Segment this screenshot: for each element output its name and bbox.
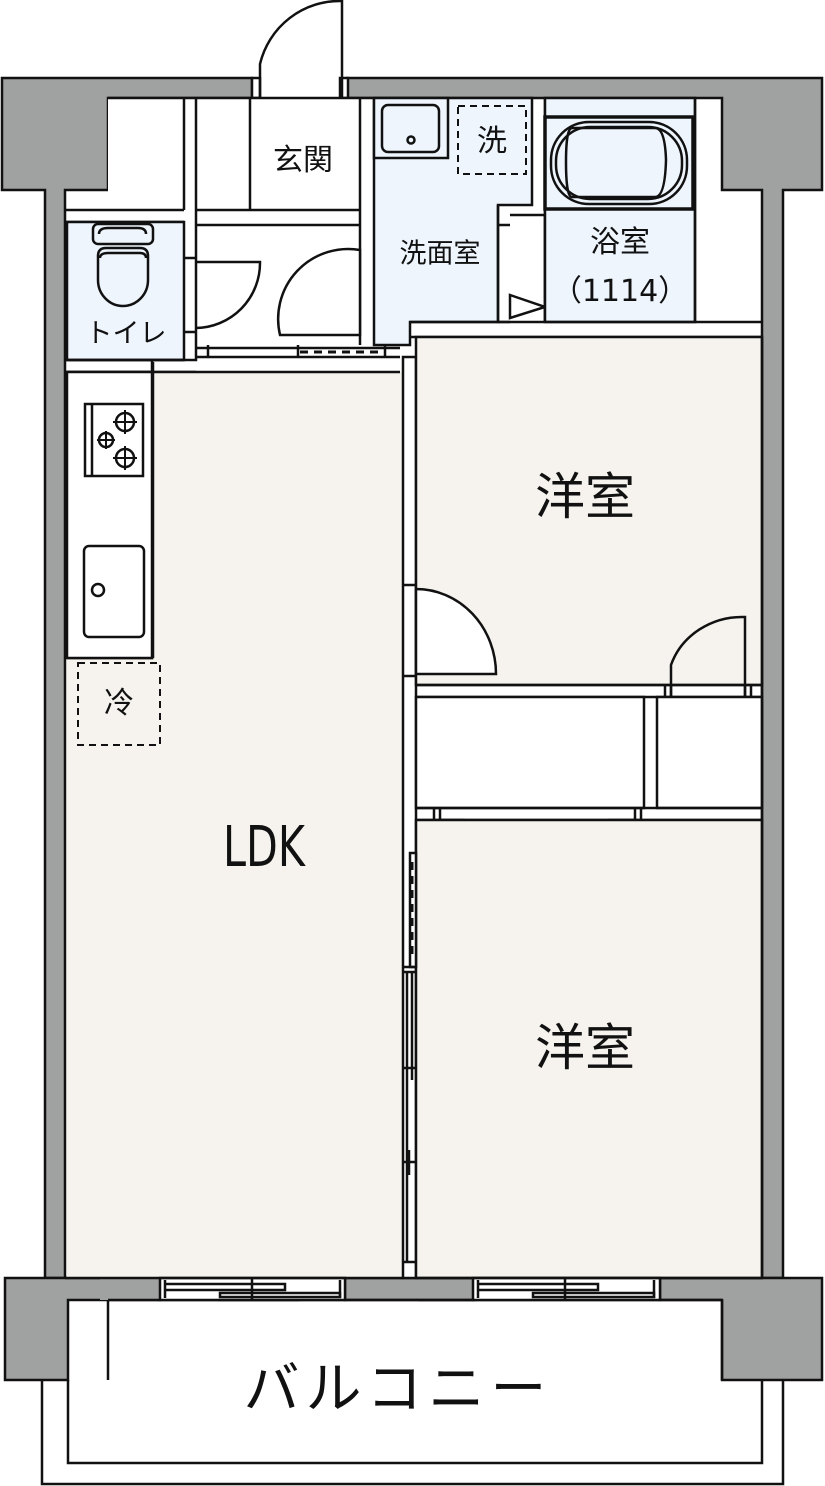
balcony-window-right: [471, 1276, 662, 1302]
room-label-washroom: 洗面室: [399, 238, 481, 270]
washer-space: [457, 105, 527, 175]
closet-2: [655, 695, 764, 810]
room-label-western-1: 洋室: [535, 468, 635, 526]
bath-door-icon: [508, 293, 550, 320]
room-label-balcony: バルコニー: [243, 1357, 553, 1422]
fridge-label: 冷: [104, 686, 134, 721]
room-label-western-2: 洋室: [535, 1019, 635, 1077]
room-label-toilet: トイレ: [85, 318, 167, 350]
room-label-entrance: 玄関: [273, 143, 333, 178]
toilet-icon: [91, 222, 155, 308]
stove-icon: [83, 402, 145, 478]
western-room-2-floor: [414, 818, 764, 1280]
wash-basin-icon: [380, 103, 441, 154]
bathtub-icon: [549, 120, 689, 206]
fridge-space: [77, 662, 161, 746]
room-label-bathroom: 浴室: [590, 225, 650, 260]
room-label-ldk: LDK: [223, 815, 305, 880]
washer-label: 洗: [477, 124, 507, 159]
bathroom-size: （1114）: [551, 274, 689, 309]
balcony-window-left: [158, 1276, 347, 1302]
entrance-door: [250, 0, 350, 100]
closet-1: [414, 695, 646, 810]
kitchen-sink-icon: [82, 544, 146, 639]
